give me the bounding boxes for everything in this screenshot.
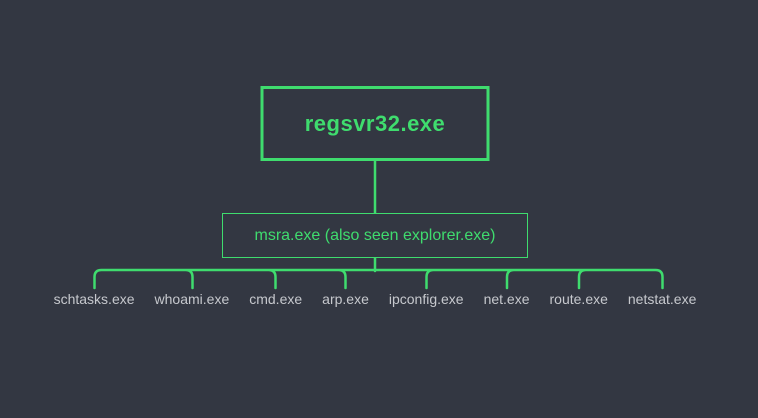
leaf-process-label: whoami.exe <box>154 291 230 307</box>
leaf-process-label: schtasks.exe <box>53 291 135 307</box>
leaf-process-row: schtasks.exe whoami.exe cmd.exe arp.exe ipco… <box>0 292 750 307</box>
process-node-root: regsvr32.exe <box>260 86 490 161</box>
leaf-process-label: ipconfig.exe <box>388 291 464 307</box>
child-process-label: msra.exe (also seen explorer.exe) <box>254 226 496 244</box>
leaf-process-label: cmd.exe <box>249 291 303 307</box>
root-process-label: regsvr32.exe <box>304 110 446 136</box>
process-node-child: msra.exe (also seen explorer.exe) <box>222 213 528 258</box>
leaf-process-label: netstat.exe <box>627 291 697 307</box>
leaf-process-label: route.exe <box>549 291 608 307</box>
leaf-process-label: net.exe <box>483 291 530 307</box>
leaf-process-label: arp.exe <box>322 291 369 307</box>
